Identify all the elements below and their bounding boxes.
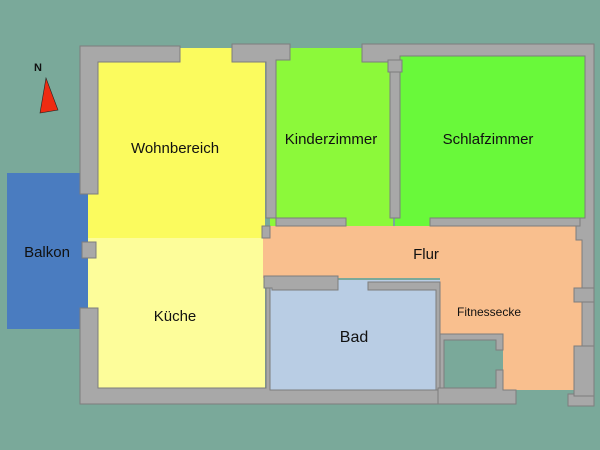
- label-flur: Flur: [413, 246, 439, 263]
- label-bad: Bad: [340, 329, 368, 346]
- room-kinderzimmer: [270, 48, 393, 230]
- wall-abstell-lower: [437, 369, 517, 405]
- room-kueche: [88, 238, 265, 393]
- wall-wohn-flur: [261, 225, 271, 239]
- room-wohnbereich: [88, 48, 265, 238]
- compass: N: [34, 62, 59, 114]
- wall-outer-west: [79, 45, 181, 195]
- room-schlafzimmer: [395, 48, 585, 228]
- label-balkon: Balkon: [24, 244, 70, 261]
- wall-kinder-door-stub: [387, 59, 403, 73]
- label-kueche: Küche: [154, 308, 197, 325]
- room-balkon: [7, 173, 88, 329]
- label-wohnbereich: Wohnbereich: [131, 140, 219, 157]
- room-abstellraum: [442, 337, 500, 391]
- room-flur: [263, 226, 588, 390]
- compass-north-label: N: [34, 62, 42, 74]
- wall-balkon-stub: [81, 241, 97, 259]
- wall-schlaf-door-stub: [429, 217, 581, 227]
- wall-bad-top-right: [367, 281, 441, 391]
- north-arrow-icon: [39, 76, 59, 114]
- walls: [79, 43, 595, 407]
- label-fitnessecke: Fitnessecke: [457, 305, 521, 319]
- label-kinderzimmer: Kinderzimmer: [285, 131, 378, 148]
- label-schlafzimmer: Schlafzimmer: [443, 131, 534, 148]
- wall-kinder-bottom: [275, 217, 347, 227]
- wall-east-stub-1: [573, 287, 595, 303]
- wall-bad-top: [263, 275, 339, 291]
- wall-east-stub-2: [573, 345, 595, 397]
- room-bad: [270, 280, 440, 390]
- wall-outer-north-east: [361, 43, 595, 407]
